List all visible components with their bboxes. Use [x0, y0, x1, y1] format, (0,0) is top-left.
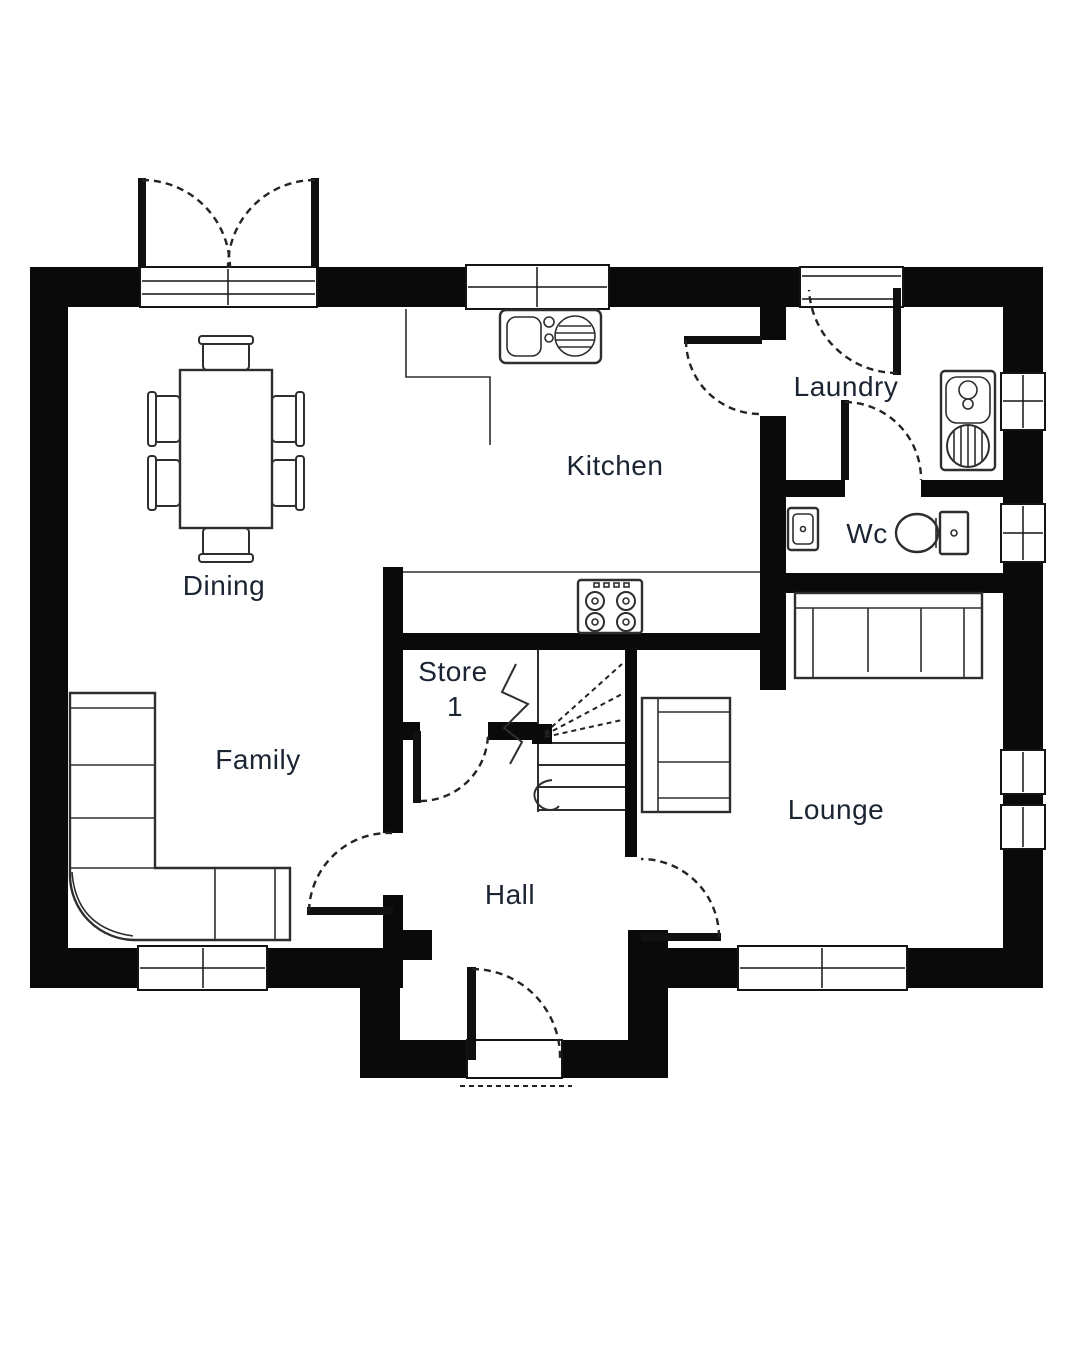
front-door-opening: [466, 1039, 563, 1079]
room-label-lounge: Lounge: [787, 794, 885, 825]
room-label-store: Store: [418, 656, 488, 687]
laundry-external-door: [807, 288, 901, 375]
kitchen-counter: [403, 309, 760, 573]
wc-door: [841, 400, 923, 481]
internal-walls: [383, 307, 1003, 948]
front-door: [460, 967, 572, 1087]
store-door: [413, 731, 490, 803]
hob: [576, 578, 644, 635]
room-label-family: Family: [215, 744, 301, 775]
lounge-door: [640, 857, 721, 941]
kitchen-window: [465, 264, 610, 310]
kitchen-sink: [498, 308, 603, 365]
lounge-sofa-three-seat: [793, 591, 984, 680]
laundry-sink: [939, 369, 997, 472]
lounge-window-bottom: [737, 945, 908, 991]
french-door-opening: [139, 266, 318, 308]
staircase: [500, 650, 625, 812]
dining-table: [178, 368, 274, 530]
room-label-laundry: Laundry: [793, 371, 899, 402]
stair-handrail-curl: [533, 779, 560, 811]
french-doors: [138, 178, 319, 269]
room-label-store-number: 1: [446, 691, 464, 722]
lounge-window-right-2: [1000, 804, 1046, 850]
lounge-sofa-two-seat: [640, 696, 732, 814]
room-label-kitchen: Kitchen: [566, 450, 664, 481]
family-window: [137, 945, 268, 991]
kitchen-laundry-door: [684, 336, 762, 416]
room-label-wc: Wc: [846, 518, 888, 549]
exterior-walls: [30, 267, 1043, 1078]
family-door: [307, 831, 393, 915]
wc-basin: [786, 506, 820, 552]
dining-chairs: [147, 335, 305, 563]
room-label-dining: Dining: [182, 570, 266, 601]
toilet: [894, 510, 970, 556]
wc-window: [1000, 503, 1046, 563]
laundry-door-opening: [799, 266, 904, 308]
laundry-window: [1000, 372, 1046, 431]
corner-sofa: [68, 691, 292, 942]
stair-break-line: [500, 663, 530, 765]
room-label-hall: Hall: [484, 879, 536, 910]
lounge-window-right-1: [1000, 749, 1046, 795]
stair-newel-post: [532, 724, 552, 744]
